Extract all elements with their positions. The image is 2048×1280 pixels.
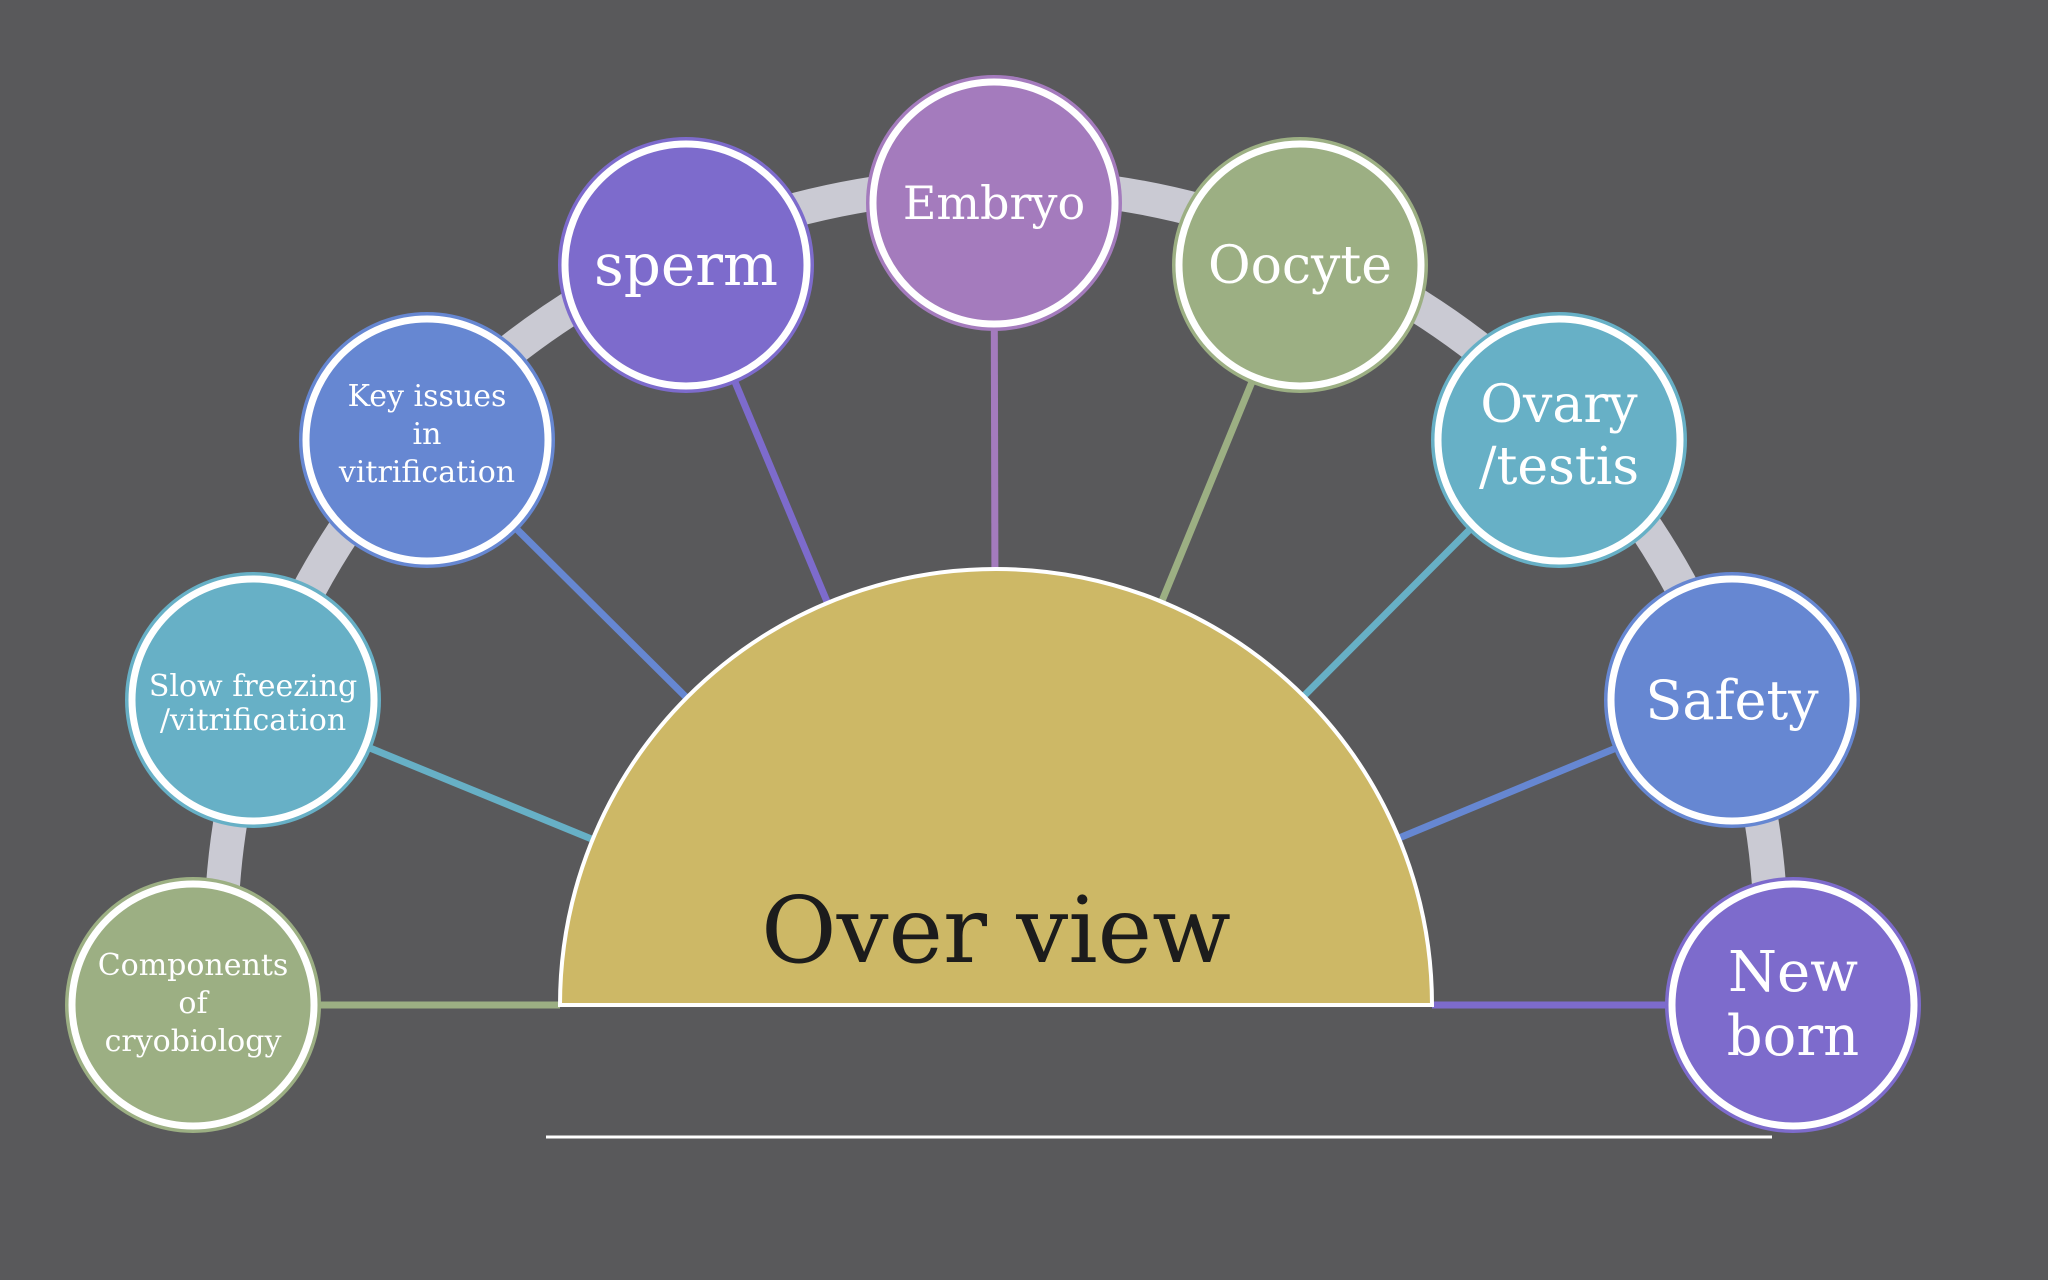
node-label-line: vitrification <box>338 455 515 490</box>
node-label-line: /vitrification <box>160 703 346 738</box>
node-circle <box>68 880 318 1130</box>
node-circle <box>869 78 1119 328</box>
topic-node[interactable]: Oocyte <box>1172 137 1428 393</box>
node-circle <box>561 140 811 390</box>
node-label-line: Ovary <box>1480 375 1638 435</box>
overview-semicircle <box>557 567 1435 1007</box>
node-label-line: Embryo <box>903 176 1085 230</box>
topic-node[interactable]: Safety <box>1604 572 1860 828</box>
node-label-line: in <box>413 417 442 452</box>
node-circle <box>1175 140 1425 390</box>
topic-node[interactable]: Slow freezing/vitrification <box>125 572 381 828</box>
topic-node[interactable]: Embryo <box>866 75 1122 331</box>
node-label-line: /testis <box>1479 437 1639 497</box>
node-circle <box>1607 575 1857 825</box>
topic-node[interactable]: Ovary/testis <box>1431 312 1687 568</box>
node-label-line: Safety <box>1645 669 1819 732</box>
node-circle <box>1668 880 1918 1130</box>
node-circle <box>1434 315 1684 565</box>
node-label-line: born <box>1727 1004 1859 1069</box>
node-circle <box>302 315 552 565</box>
overview-title: Over view <box>761 877 1231 984</box>
node-label-line: New <box>1728 940 1858 1005</box>
node-label-line: of <box>178 986 209 1021</box>
node-label-line: sperm <box>594 231 778 299</box>
node-label-line: Components <box>98 948 289 983</box>
node-circle <box>128 575 378 825</box>
node-label-line: Oocyte <box>1208 236 1392 296</box>
topic-node[interactable]: sperm <box>558 137 814 393</box>
node-label-line: Slow freezing <box>149 669 357 704</box>
node-label-line: Key issues <box>348 379 507 414</box>
node-label-line: cryobiology <box>105 1024 282 1059</box>
